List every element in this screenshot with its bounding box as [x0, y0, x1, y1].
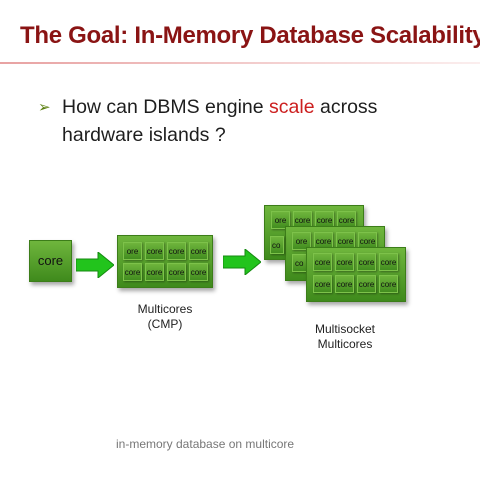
core-cell: core: [379, 253, 398, 271]
core-cell: core: [357, 253, 376, 271]
core-cell: ore: [271, 211, 290, 229]
footer-text: in-memory database on multicore: [116, 437, 295, 451]
core-cell: ore: [292, 232, 311, 250]
core-cell: core: [357, 275, 376, 293]
arrow-right-icon: [76, 252, 114, 278]
socket-chip-front: core core core core core core core core: [306, 247, 406, 302]
core-cell: core: [189, 242, 208, 260]
core-cell: core: [313, 275, 332, 293]
arrow-right-icon: [223, 249, 261, 275]
multisocket-caption-line2: Multicores: [317, 337, 373, 351]
bullet-text-start: How can DBMS engine: [62, 96, 270, 118]
core-cell: core: [123, 263, 142, 281]
core-cell: core: [335, 275, 354, 293]
core-cell: co: [270, 236, 284, 254]
multicore-caption-line1: Multicores: [137, 302, 193, 316]
single-core-chip: core: [29, 240, 72, 282]
core-cell: core: [189, 263, 208, 281]
core-cell: core: [145, 263, 164, 281]
title-divider: [0, 62, 480, 64]
bullet-text: How can DBMS engine scale across hardwar…: [62, 93, 392, 149]
multisocket-caption-line1: Multisocket: [314, 322, 376, 336]
core-cell: core: [167, 242, 186, 260]
core-cell: core: [313, 253, 332, 271]
multicore-caption-line2: (CMP): [147, 317, 183, 331]
core-cell: ore: [123, 242, 142, 260]
multisocket-caption: Multisocket Multicores: [300, 322, 390, 352]
core-cell: core: [145, 242, 164, 260]
multicore-caption: Multicores (CMP): [120, 302, 210, 332]
slide-title: The Goal: In-Memory Database Scalability: [20, 22, 480, 49]
bullet-highlight-scale: scale: [269, 96, 315, 118]
core-cell: core: [167, 263, 186, 281]
bullet-arrow-icon: ➢: [38, 99, 51, 116]
core-cell: core: [335, 253, 354, 271]
bullet-text-end: across hardware islands ?: [62, 96, 378, 146]
core-cell: core: [379, 275, 398, 293]
multicore-chip: ore core core core core core core core: [117, 235, 213, 288]
